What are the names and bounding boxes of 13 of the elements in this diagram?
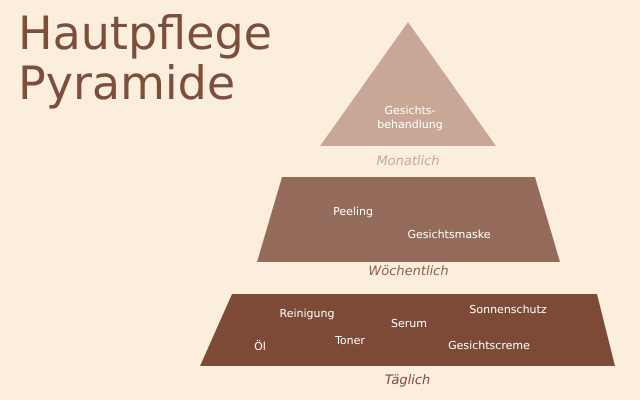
frequency-label: Wöchentlich [368, 264, 449, 279]
tier-label: Reinigung [280, 307, 334, 321]
tier-label: Sonnenschutz [469, 303, 547, 317]
frequency-label: Monatlich [376, 154, 440, 169]
tier-label: Peeling [333, 205, 373, 219]
tier-label: Toner [335, 334, 365, 348]
tier-label: Öl [254, 340, 266, 354]
tier-label: Gesichtsmaske [407, 228, 491, 242]
title: Hautpflege Pyramide [18, 8, 273, 108]
frequency-label: Täglich [384, 373, 430, 388]
tier-label: Gesichtscreme [448, 339, 530, 353]
tier-label: Gesichts-behandlung [376, 104, 444, 132]
tier-label: Serum [391, 317, 427, 331]
